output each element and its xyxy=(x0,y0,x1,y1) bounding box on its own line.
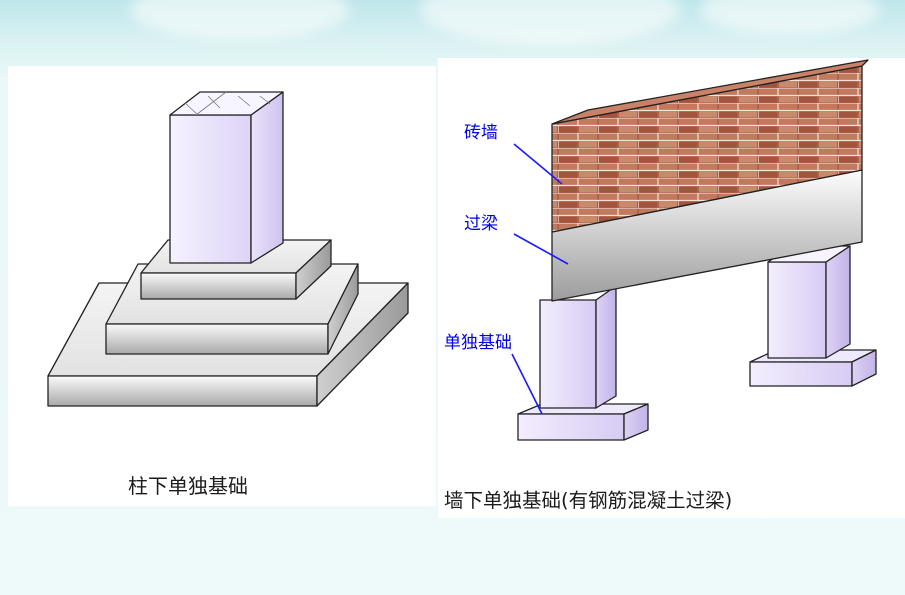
right-caption: 墙下单独基础(有钢筋混凝土过梁) xyxy=(444,489,733,512)
top-step-side xyxy=(295,239,332,300)
sky-cloud xyxy=(420,0,680,45)
right-pier-side xyxy=(825,245,851,359)
leader-lines xyxy=(511,143,569,415)
middle-step-front xyxy=(105,323,329,355)
left-footing-front xyxy=(517,413,625,441)
lintel-label: 过梁 xyxy=(464,214,498,234)
middle-step-side xyxy=(327,263,359,355)
right-footing-side xyxy=(851,349,877,387)
left-pier-front xyxy=(539,299,597,409)
column-top-section-hatch xyxy=(184,91,271,116)
column-front xyxy=(169,114,252,264)
column-top xyxy=(169,91,284,116)
right-footing-front xyxy=(749,361,853,387)
wall-footing-panel: 砖墙 过梁 单独基础 墙下单独基础(有钢筋混凝土过梁) xyxy=(438,58,905,518)
isolated-footing-label: 单独基础 xyxy=(444,333,512,353)
column-footing-panel: 柱下单独基础 xyxy=(8,66,436,506)
left-caption: 柱下单独基础 xyxy=(128,474,248,498)
top-step-front xyxy=(140,272,297,300)
bottom-step-front xyxy=(47,375,318,407)
left-pier-side xyxy=(595,285,617,409)
wall-footing-drawing xyxy=(511,59,877,441)
sky-cloud xyxy=(130,0,350,40)
left-footing-side xyxy=(623,403,649,441)
right-pier-front xyxy=(767,261,827,359)
brick-wall-top xyxy=(551,59,869,125)
column-side xyxy=(250,91,284,264)
bottom-step-side xyxy=(316,282,409,407)
sky-cloud xyxy=(700,0,880,35)
brick-wall-label: 砖墙 xyxy=(464,123,498,143)
column-footing-drawing xyxy=(47,91,409,407)
